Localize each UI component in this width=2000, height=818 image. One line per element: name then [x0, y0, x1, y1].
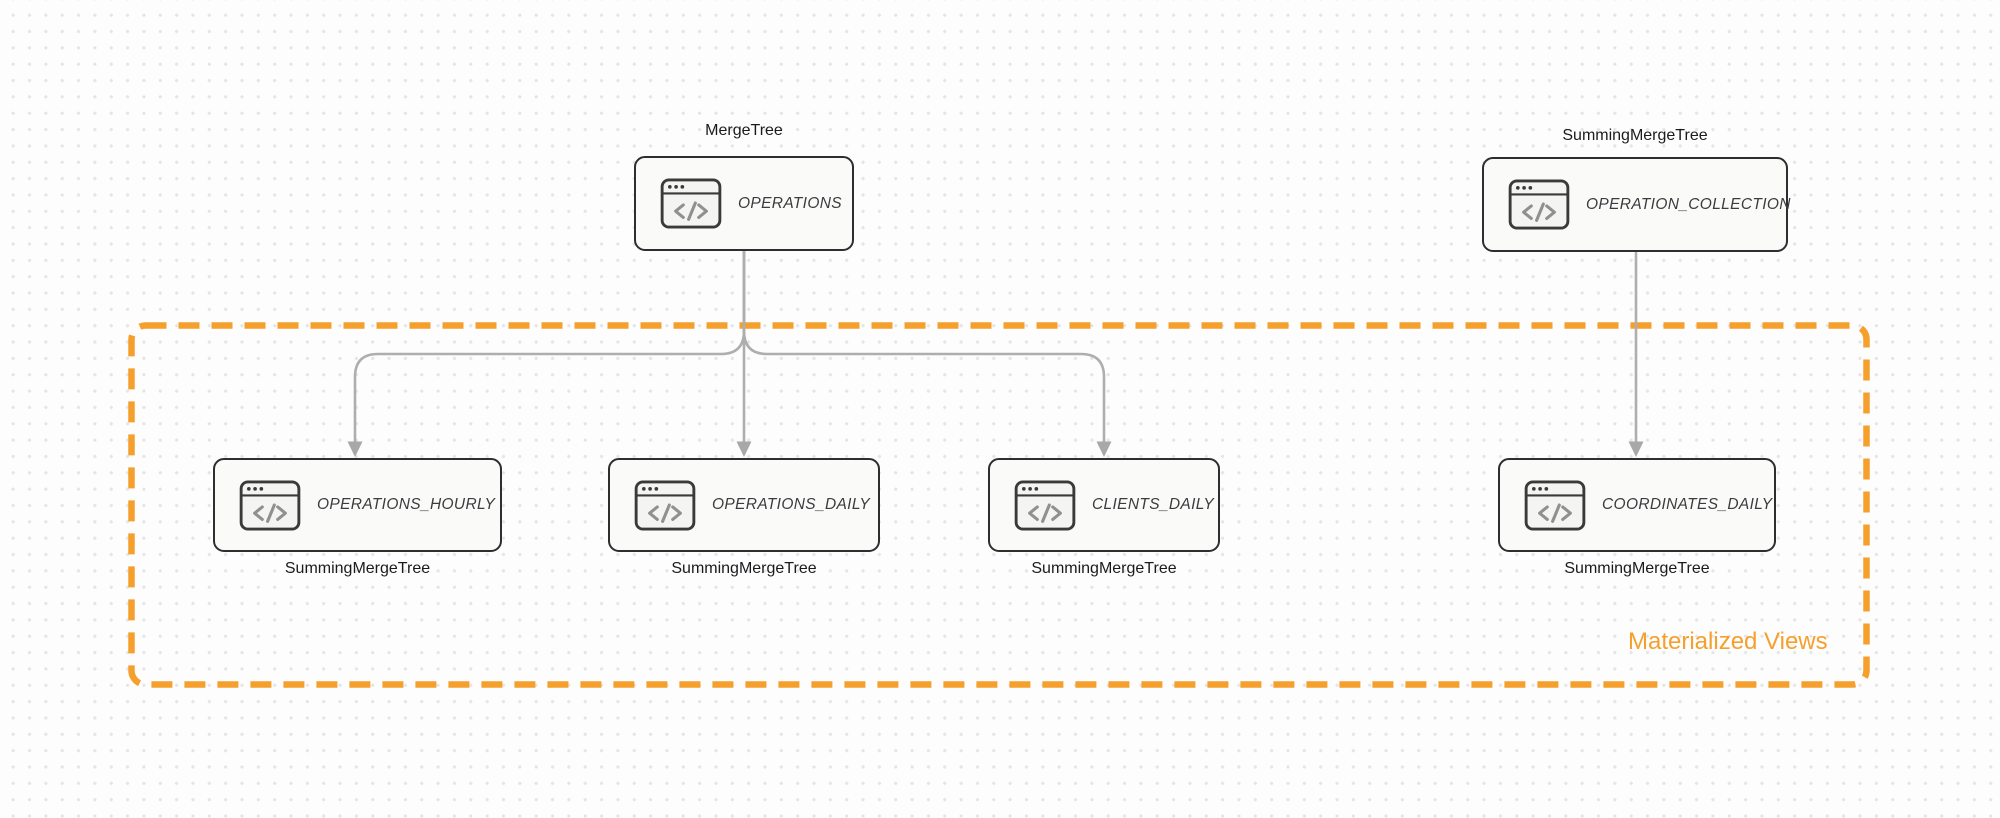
- materialized-views-group-border[interactable]: [128, 322, 1870, 688]
- table-node-operations[interactable]: OPERATIONS: [634, 156, 854, 251]
- engine-label-coordinates-daily: SummingMergeTree: [1564, 560, 1710, 577]
- arrowhead-icon: [347, 441, 363, 457]
- engine-label-operations-hourly: SummingMergeTree: [284, 560, 431, 577]
- engine-label-clients-daily: SummingMergeTree: [1031, 560, 1177, 577]
- engine-label-operation-collection: SummingMergeTree: [1562, 127, 1708, 144]
- table-node-operation-collection[interactable]: OPERATION_COLLECTION: [1482, 157, 1791, 252]
- table-node-label: COORDINATES_DAILY: [1602, 496, 1773, 513]
- arrowhead-icon: [736, 441, 752, 457]
- code-window-icon: [1508, 179, 1570, 230]
- table-node-label: CLIENTS_DAILY: [1092, 496, 1215, 513]
- code-window-icon: [660, 178, 722, 229]
- edge-operations-to-operations-hourly[interactable]: [353, 249, 746, 444]
- table-node-clients-daily[interactable]: CLIENTS_DAILY: [988, 458, 1220, 552]
- table-node-label: OPERATION_COLLECTION: [1586, 195, 1791, 213]
- engine-label-operations-daily: SummingMergeTree: [671, 560, 817, 577]
- table-node-label: OPERATIONS: [738, 194, 842, 212]
- engine-label-operations: MergeTree: [705, 122, 783, 139]
- materialized-views-group-label: Materialized Views: [1628, 628, 1828, 655]
- table-node-label: OPERATIONS_HOURLY: [317, 496, 496, 513]
- code-window-icon: [1014, 480, 1076, 531]
- table-node-coordinates-daily[interactable]: COORDINATES_DAILY: [1498, 458, 1776, 552]
- code-window-icon: [634, 480, 696, 531]
- arrowhead-icon: [1096, 441, 1112, 457]
- table-node-label: OPERATIONS_DAILY: [712, 496, 871, 513]
- table-node-operations-daily[interactable]: OPERATIONS_DAILY: [608, 458, 880, 552]
- table-node-operations-hourly[interactable]: OPERATIONS_HOURLY: [213, 458, 502, 552]
- code-window-icon: [239, 480, 301, 531]
- edge-operations-to-clients-daily[interactable]: [742, 249, 1106, 444]
- arrowhead-icon: [1628, 441, 1644, 457]
- code-window-icon: [1524, 480, 1586, 531]
